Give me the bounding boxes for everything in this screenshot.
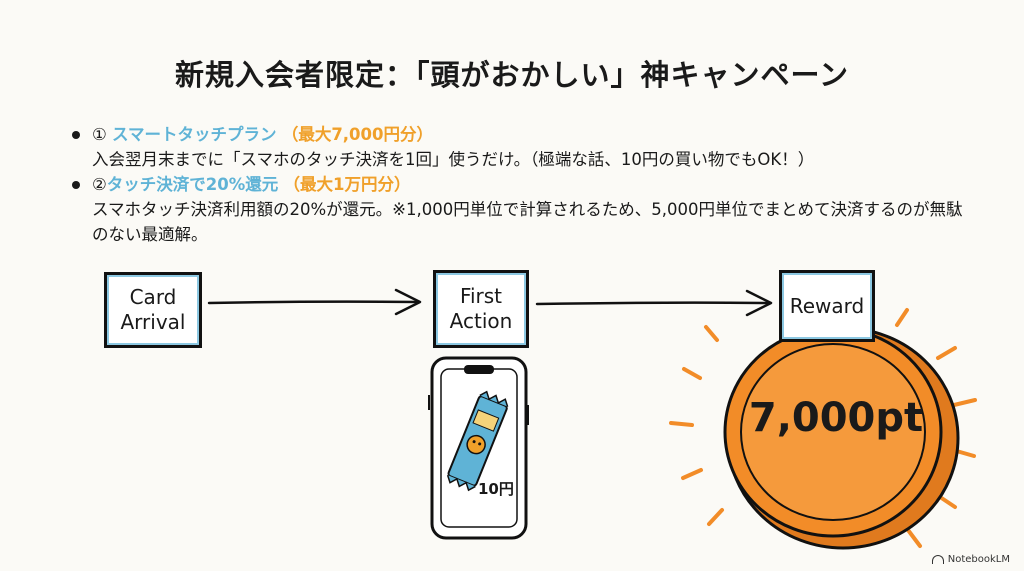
campaign-list: ① スマートタッチプラン （最大7,000円分） 入会翌月末までに「スマホのタッ…: [70, 122, 970, 247]
phone-price-label: 10円: [478, 480, 514, 498]
arrow-card-to-action: [207, 288, 422, 316]
coin-points-label: 7,000pt: [748, 395, 924, 441]
brand-watermark: NotebookLM: [931, 554, 1010, 565]
campaign-description: 入会翌月末までに「スマホのタッチ決済を1回」使うだけ。（極端な話、10円の買い物…: [92, 150, 815, 169]
flow-step-first-action: First Action: [433, 270, 529, 348]
coin-icon: [723, 326, 960, 550]
arrow-action-to-reward: [535, 289, 773, 317]
brand-name: NotebookLM: [947, 554, 1010, 565]
campaign-name: タッチ決済で20%還元: [106, 175, 279, 194]
campaign-number: ①: [92, 125, 107, 144]
notebooklm-logo-icon: [931, 555, 944, 564]
coin-rays: [669, 308, 977, 548]
flow-step-reward: Reward: [779, 270, 875, 342]
campaign-number: ②: [92, 175, 107, 194]
campaign-description: スマホタッチ決済利用額の20%が還元。※1,000円単位で計算されるため、5,0…: [92, 200, 963, 244]
snack-bar-icon: [446, 390, 509, 492]
flow-step-card-arrival: Card Arrival: [104, 272, 202, 348]
campaign-item-2: ②タッチ決済で20%還元 （最大1万円分） スマホタッチ決済利用額の20%が還元…: [70, 172, 970, 247]
campaign-name: スマートタッチプラン: [112, 125, 277, 144]
campaign-limit: （最大7,000円分）: [281, 125, 434, 144]
campaign-limit: （最大1万円分）: [283, 175, 411, 194]
campaign-item-1: ① スマートタッチプラン （最大7,000円分） 入会翌月末までに「スマホのタッ…: [70, 122, 970, 172]
page-title: 新規入会者限定：「頭がおかしい」神キャンペーン: [174, 58, 850, 92]
